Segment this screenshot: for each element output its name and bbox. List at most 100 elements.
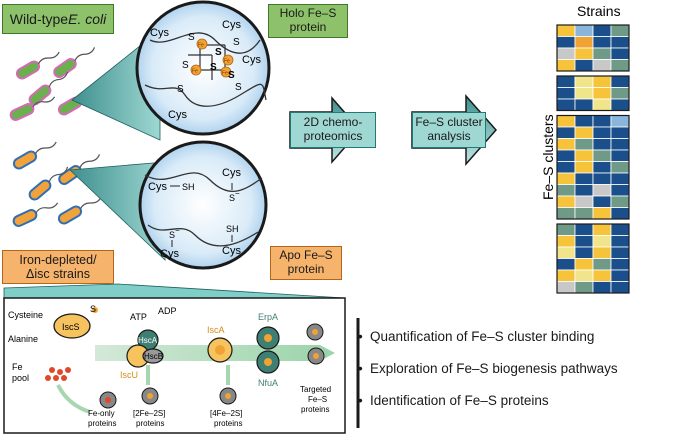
pathway-erpa: ErpA bbox=[258, 312, 278, 322]
pathway-adp: ADP bbox=[158, 306, 177, 316]
holo-s-8: S bbox=[228, 70, 235, 81]
heatmap-group-outline bbox=[556, 24, 630, 72]
bullet-item-quantification: Quantification of Fe–S cluster binding bbox=[358, 329, 594, 344]
pathway-iscs: IscS bbox=[62, 322, 80, 332]
apo-cys-4: Cys bbox=[222, 245, 241, 257]
apo-cys-3: Cys bbox=[160, 248, 179, 260]
bacterium-icon bbox=[12, 202, 59, 227]
pathway-hscb: HscB bbox=[144, 352, 163, 361]
hsca-hscb-complex-icon bbox=[126, 329, 164, 368]
heatmap-cell bbox=[556, 115, 576, 128]
heatmap-cell bbox=[592, 223, 612, 236]
iron-pool-icon bbox=[45, 367, 71, 381]
heatmap-cell bbox=[574, 126, 594, 139]
pathway-iscu: IscU bbox=[120, 370, 138, 380]
heatmap-cell bbox=[610, 207, 630, 220]
heatmap-cell bbox=[574, 246, 594, 259]
holo-s-2: S bbox=[215, 47, 222, 58]
heatmap-cell bbox=[610, 98, 630, 111]
pathway-cysteine: Cysteine bbox=[8, 310, 43, 320]
pathway-fe-pool-1: Fe bbox=[12, 362, 23, 372]
apo-cys-2: Cys bbox=[222, 167, 241, 179]
analysis-label-box: Fe–S cluster analysis bbox=[412, 112, 486, 148]
heatmap-cell bbox=[610, 223, 630, 236]
heatmap-cell bbox=[574, 115, 594, 128]
heatmap-cell bbox=[556, 87, 576, 100]
apo-s-minus-1: S bbox=[229, 193, 235, 203]
apo-sh-1: SH bbox=[182, 182, 195, 192]
holo-s-1: S bbox=[188, 32, 195, 43]
heatmap-cell bbox=[592, 59, 612, 72]
holo-cys-top-right: Cys bbox=[222, 19, 241, 31]
heatmap-cell bbox=[592, 36, 612, 49]
bacterium-icon bbox=[28, 166, 69, 201]
holo-cys-bottom: Cys bbox=[168, 109, 187, 121]
heatmap-cell bbox=[592, 24, 612, 37]
heatmap-cell bbox=[556, 184, 576, 197]
heatmap-cell bbox=[574, 195, 594, 208]
heatmap-cell bbox=[610, 246, 630, 259]
heatmap-cell bbox=[610, 195, 630, 208]
pathway-targeted-3: proteins bbox=[301, 405, 329, 414]
holo-s-6: S bbox=[177, 84, 184, 95]
heatmap-cell bbox=[556, 36, 576, 49]
heatmap-cell bbox=[574, 258, 594, 271]
panel-connector bbox=[3, 283, 346, 299]
heatmap-cell bbox=[592, 172, 612, 185]
heatmap-cell bbox=[592, 246, 612, 259]
heatmap-cell bbox=[610, 281, 630, 294]
proteomics-label-line1: 2D chemo- bbox=[303, 115, 363, 130]
bacterium-icon bbox=[57, 196, 102, 225]
bacterium-icon bbox=[15, 51, 60, 80]
holo-s-5: S bbox=[210, 62, 217, 73]
heatmap-cell bbox=[592, 207, 612, 220]
iscs-protein-icon bbox=[53, 307, 98, 339]
heatmap-cell bbox=[592, 235, 612, 248]
holo-fe-2: Fe bbox=[224, 59, 230, 65]
heatmap-cell bbox=[574, 75, 594, 88]
heatmap-cell bbox=[610, 59, 630, 72]
heatmap-cell bbox=[610, 75, 630, 88]
strains-label: Strains bbox=[577, 3, 621, 19]
holo-cys-top-left: Cys bbox=[150, 27, 169, 39]
holo-s-4: S bbox=[182, 60, 189, 71]
apo-minus-1: − bbox=[235, 189, 240, 198]
heatmap-cell bbox=[592, 269, 612, 282]
heatmap-cell bbox=[574, 281, 594, 294]
heatmap-cell bbox=[556, 269, 576, 282]
apo-cys-1: Cys bbox=[148, 181, 167, 193]
pathway-atp: ATP bbox=[130, 312, 147, 322]
wildtype-label-box: Wild-type E. coli bbox=[2, 4, 114, 34]
heatmap-cell bbox=[592, 115, 612, 128]
iron-depleted-label-line2: Δisc strains bbox=[26, 267, 90, 281]
heatmap-cell bbox=[574, 184, 594, 197]
heatmap-cell bbox=[556, 258, 576, 271]
heatmap-cell bbox=[610, 36, 630, 49]
heatmap-cell bbox=[556, 195, 576, 208]
heatmap-cell bbox=[556, 235, 576, 248]
iron-depleted-label-box: Iron-depleted/ Δisc strains bbox=[2, 250, 114, 284]
bullet-item-identification: Identification of Fe–S proteins bbox=[358, 393, 549, 408]
heatmap-cell bbox=[610, 24, 630, 37]
bullet-item-exploration: Exploration of Fe–S biogenesis pathways bbox=[358, 361, 618, 376]
heatmap-cell bbox=[610, 138, 630, 151]
4fe4s-protein-icon bbox=[219, 387, 237, 405]
heatmap-cell bbox=[574, 207, 594, 220]
heatmap-cell bbox=[610, 172, 630, 185]
holo-protein-circle bbox=[135, 0, 271, 136]
erpa-protein-icon bbox=[256, 326, 280, 350]
heatmap-cell bbox=[610, 87, 630, 100]
heatmap-cell bbox=[574, 47, 594, 60]
pathway-panel bbox=[3, 297, 346, 434]
heatmap-group-outline bbox=[556, 223, 630, 294]
heatmap-group-outline bbox=[556, 75, 630, 112]
heatmap-cell bbox=[556, 126, 576, 139]
iron-depleted-bacteria-group bbox=[12, 141, 102, 227]
heatmap-cell bbox=[574, 98, 594, 111]
apo-label-line2: protein bbox=[287, 262, 325, 276]
heatmap-cell bbox=[574, 172, 594, 185]
heatmap-cell bbox=[574, 161, 594, 174]
heatmap-cell bbox=[592, 47, 612, 60]
apo-sh-2: SH bbox=[226, 224, 239, 234]
pathway-fe-only-1: Fe-only bbox=[88, 409, 115, 418]
